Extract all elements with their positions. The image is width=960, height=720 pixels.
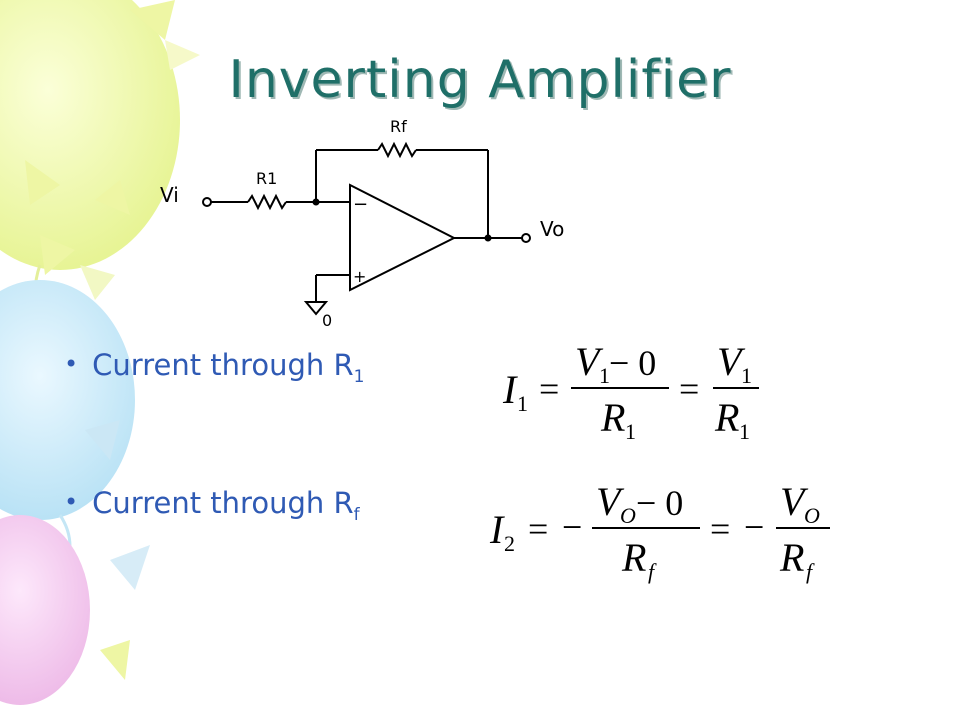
eq1-eq-2: = — [679, 369, 699, 409]
label-rf: Rf — [390, 117, 407, 136]
eq1-lhs: I — [502, 367, 518, 412]
eq2-minus-1: − — [562, 507, 582, 547]
eq2-den2-sub: f — [806, 559, 815, 584]
bullet-text: Current through R — [92, 486, 354, 520]
bullet-current-rf: • Current through Rf — [64, 486, 360, 525]
confetti-icon — [40, 235, 75, 275]
bullet-dot-icon: • — [64, 350, 79, 378]
equation-i1: I 1 = V 1 − 0 R 1 = V 1 R 1 — [502, 339, 759, 444]
eq2-num2-sub: O — [804, 503, 820, 528]
eq2-num2: V — [780, 479, 809, 524]
label-vi: Vi — [160, 183, 179, 207]
eq2-den1-sub: f — [648, 559, 657, 584]
confetti-icon — [130, 0, 175, 40]
junction-dot-icon — [312, 198, 320, 206]
inverting-amplifier-schematic: Rf R1 Vi Vo − + 0 — [160, 117, 564, 330]
label-vo: Vo — [540, 217, 564, 241]
eq1-num2: V — [717, 339, 746, 384]
bullet-subscript: f — [353, 505, 360, 525]
op-amp-icon — [349, 183, 457, 292]
eq2-den1: R — [621, 535, 646, 580]
balloon-yellow-icon — [0, 0, 180, 270]
eq1-num1: V — [575, 339, 604, 384]
equation-i2: I 2 = − V O − 0 R f = − V O R f — [489, 479, 830, 584]
eq1-num1-sub: 1 — [599, 363, 610, 388]
eq2-num1: V — [596, 479, 625, 524]
confetti-icon — [110, 545, 150, 590]
balloon-blue-icon — [0, 280, 135, 520]
label-plus: + — [353, 267, 366, 286]
vi-terminal-icon — [202, 197, 212, 207]
confetti-icon — [80, 265, 115, 300]
eq2-eq-2: = — [710, 509, 730, 549]
eq2-eq-1: = — [528, 509, 548, 549]
eq1-den1: R — [600, 395, 625, 440]
confetti-icon — [25, 160, 60, 205]
eq1-den2-sub: 1 — [739, 419, 750, 444]
label-r1: R1 — [256, 169, 277, 188]
label-minus: − — [353, 194, 368, 215]
eq1-eq-1: = — [539, 369, 559, 409]
confetti-icon — [100, 640, 130, 680]
eq1-den1-sub: 1 — [625, 419, 636, 444]
eq1-num2-sub: 1 — [741, 363, 752, 388]
vo-terminal-icon — [521, 233, 531, 243]
eq2-minus-2: − — [744, 507, 764, 547]
bullet-dot-icon: • — [64, 488, 79, 516]
eq2-num1-sub: O — [620, 503, 636, 528]
confetti-icon — [95, 180, 130, 215]
slide-title: Inverting Amplifier — [228, 50, 732, 110]
eq2-lhs: I — [489, 507, 505, 552]
bullet-current-r1: • Current through R1 — [64, 348, 364, 387]
bullet-subscript: 1 — [353, 367, 365, 387]
junction-dot-icon — [484, 234, 492, 242]
eq2-lhs-sub: 2 — [504, 531, 515, 556]
confetti-icon — [165, 40, 200, 70]
balloon-pink-icon — [0, 515, 90, 705]
eq1-num1-rest: − 0 — [609, 343, 656, 383]
rf-resistor-icon — [377, 141, 417, 159]
eq1-lhs-sub: 1 — [517, 391, 528, 416]
eq1-den2: R — [714, 395, 739, 440]
bullet-text: Current through R — [92, 348, 354, 382]
r1-resistor-icon — [247, 193, 287, 211]
confetti-icon — [85, 420, 120, 460]
eq2-den2: R — [779, 535, 804, 580]
label-ground: 0 — [322, 311, 332, 330]
eq2-num1-rest: − 0 — [636, 483, 683, 523]
ground-icon — [303, 301, 329, 316]
